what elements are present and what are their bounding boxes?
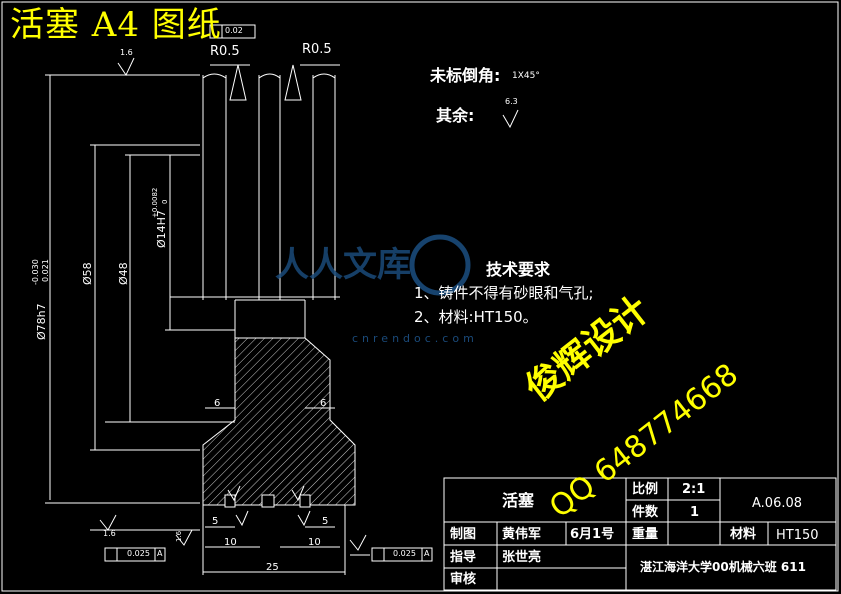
- chamfer-note-label: 未标倒角:: [430, 66, 501, 85]
- brand-watermark-text: 人人文库: [275, 245, 411, 285]
- roughness-bottom-value: 1.6: [103, 529, 116, 538]
- drawer-name: 黄伟军: [502, 527, 542, 542]
- advisor-name: 张世亮: [502, 550, 542, 565]
- rod-outlines: [170, 73, 340, 338]
- dim-od-tol-lower: 0.021: [41, 259, 50, 282]
- quantity-label: 件数: [632, 505, 659, 520]
- roughness-top-value: 1.6: [120, 48, 133, 57]
- perp-tol-left: 0.025: [127, 549, 150, 558]
- dim-d48: Ø48: [117, 262, 130, 285]
- dim-d14-tol-lower: 0: [161, 199, 169, 204]
- advisor-label: 指导: [450, 550, 477, 565]
- brand-watermark-logo: [409, 234, 471, 296]
- quantity-value: 1: [690, 505, 700, 520]
- dim-width-25: 25: [266, 562, 279, 573]
- title-block-lines: [443, 477, 837, 591]
- review-label: 审核: [450, 572, 477, 587]
- dim-width-6-right: 6: [320, 398, 327, 409]
- roughness-symbols: [99, 57, 519, 551]
- part-name: 活塞: [502, 491, 535, 510]
- drawing-date: 6月1号: [570, 527, 615, 542]
- rest-roughness-value: 6.3: [505, 97, 518, 106]
- dim-d58: Ø58: [81, 262, 94, 285]
- datum-right: A: [424, 549, 430, 558]
- drawer-label: 制图: [450, 527, 477, 542]
- ring-grooves: [224, 494, 311, 508]
- dim-width-6-left: 6: [214, 398, 221, 409]
- dim-radius-right: R0.5: [302, 42, 332, 57]
- chamfer-note-value: 1X45°: [512, 71, 540, 81]
- drawing-number: A.06.08: [752, 496, 803, 511]
- weight-label: 重量: [632, 527, 659, 542]
- rest-note-label: 其余:: [436, 106, 475, 125]
- scale-value: 2:1: [682, 482, 706, 497]
- flatness-tolerance: 0.02: [225, 26, 243, 35]
- drawing-title: 活塞 A4 图纸: [10, 5, 222, 45]
- material-value: HT150: [776, 528, 819, 543]
- roughness-small-value: 1.6: [175, 530, 183, 542]
- tech-req-item: 2、材料:HT150。: [414, 308, 538, 326]
- dimension-lines: [45, 74, 370, 575]
- scale-label: 比例: [632, 482, 659, 497]
- school-name: 湛江海洋大学00机械六班 611: [640, 560, 806, 574]
- dim-d14-tol-upper: +0.0082: [151, 187, 159, 218]
- tech-req-item: 1、铸件不得有砂眼和气孔;: [414, 284, 594, 302]
- dim-width-10-left: 10: [224, 537, 237, 548]
- material-label: 材料: [730, 527, 757, 542]
- dim-od-tol-upper: -0.030: [31, 259, 40, 285]
- radius-arrows: [210, 64, 340, 101]
- tech-req-heading: 技术要求: [486, 260, 551, 279]
- gdt-boxes: [104, 24, 433, 562]
- dim-groove-5-left: 5: [212, 516, 219, 527]
- dim-od-main: Ø78h7: [35, 303, 48, 340]
- dim-width-10-right: 10: [308, 537, 321, 548]
- datum-left: A: [157, 549, 163, 558]
- dim-radius-left: R0.5: [210, 44, 240, 59]
- brand-watermark-url: cnrendoc.com: [352, 332, 478, 345]
- perp-tol-right: 0.025: [393, 549, 416, 558]
- dim-groove-5-right: 5: [322, 516, 329, 527]
- piston-section: [202, 337, 356, 506]
